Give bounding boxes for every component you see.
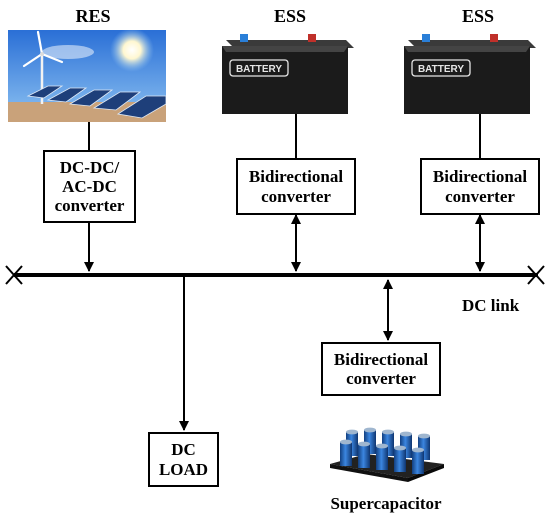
dc-link-label: DC link [462, 296, 520, 315]
ess1-converter-line-2: converter [261, 186, 331, 206]
ess1-converter-line-1: Bidirectional [248, 167, 344, 187]
res-title: RES [75, 6, 111, 26]
solar-wind-image [8, 30, 166, 122]
res-converter-line-3: converter [54, 196, 125, 216]
supercap-converter-line-2: converter [346, 369, 416, 388]
battery-icon: BATTERY [404, 34, 536, 114]
supercap-converter-line-1: Bidirectional [333, 349, 429, 369]
res-converter-line-1: DC-DC/ [59, 157, 120, 177]
battery-icon: BATTERY [222, 34, 354, 114]
battery-text: BATTERY [236, 64, 282, 75]
ess2-title: ESS [461, 6, 495, 26]
supercapacitor-bank-icon [330, 427, 444, 482]
bus-left-end-cross [5, 265, 23, 285]
ess2-converter-box: Bidirectional converter [420, 158, 540, 215]
battery-text: BATTERY [418, 64, 464, 75]
res-converter-line-2: AC-DC [62, 176, 117, 196]
dc-load-line-1: DC [171, 440, 196, 460]
dc-load-box: DC LOAD [148, 432, 219, 487]
ess1-title: ESS [273, 6, 307, 26]
ess2-converter-line-2: converter [445, 186, 515, 206]
supercapacitor-label: Supercapacitor [330, 494, 442, 513]
ess2-converter-line-1: Bidirectional [432, 167, 528, 187]
ess1-converter-box: Bidirectional converter [236, 158, 356, 215]
res-converter-box: DC-DC/ AC-DC converter [43, 150, 136, 223]
supercap-converter-box: Bidirectional converter [321, 342, 441, 396]
dc-load-line-2: LOAD [158, 459, 209, 479]
bus-right-end-cross [527, 265, 545, 285]
